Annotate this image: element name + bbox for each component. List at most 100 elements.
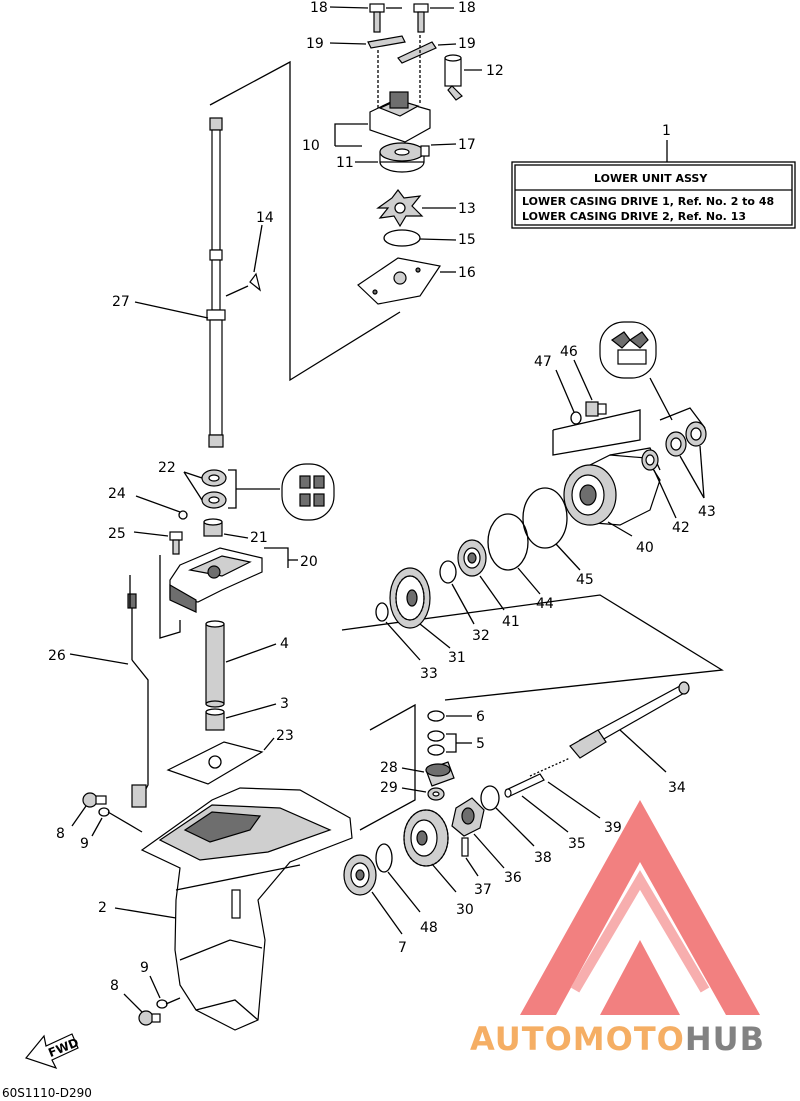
callout-47: 47 bbox=[534, 354, 552, 370]
bushing-4: 4 bbox=[205, 620, 289, 708]
washer-9-upper: 9 bbox=[80, 807, 143, 852]
bearing-7: 7 bbox=[343, 854, 407, 956]
insert-cartridge-11: 11 bbox=[336, 142, 425, 173]
plate-19-right: 19 bbox=[397, 36, 476, 64]
oil-seal-43: 43 bbox=[665, 421, 716, 520]
svg-text:AUTOMOTOHUB: AUTOMOTOHUB bbox=[470, 1020, 765, 1058]
callout-13: 13 bbox=[458, 201, 476, 217]
shift-rod-26: 26 bbox=[48, 575, 149, 808]
bolt-8-lower: 8 bbox=[110, 978, 161, 1026]
seal-detail-callout bbox=[281, 463, 335, 521]
callout-15: 15 bbox=[458, 232, 476, 248]
callout-16: 16 bbox=[458, 265, 476, 281]
callout-32: 32 bbox=[472, 628, 490, 644]
spring-39: 39 bbox=[529, 757, 622, 836]
callout-7: 7 bbox=[398, 940, 407, 956]
gasket-23: 23 bbox=[166, 728, 294, 785]
callout-21: 21 bbox=[250, 530, 268, 546]
callout-25: 25 bbox=[108, 526, 126, 542]
drive-shaft-27: 27 bbox=[112, 117, 226, 448]
key-14: 14 bbox=[225, 210, 274, 297]
callout-30: 30 bbox=[456, 902, 474, 918]
pump-housing-10: 10 bbox=[302, 35, 431, 154]
bolt-46: 46 bbox=[560, 344, 607, 417]
collar-21: 21 bbox=[203, 518, 268, 546]
callout-18-left: 18 bbox=[310, 0, 328, 16]
callout-37: 37 bbox=[474, 882, 492, 898]
shim-32: 32 bbox=[439, 560, 490, 644]
washer-47: 47 bbox=[534, 354, 582, 425]
callout-46: 46 bbox=[560, 344, 578, 360]
assembly-line-1: LOWER CASING DRIVE 1, Ref. No. 2 to 48 bbox=[522, 195, 774, 208]
callout-12: 12 bbox=[486, 63, 504, 79]
callout-40: 40 bbox=[636, 540, 654, 556]
pin-17: 17 bbox=[420, 137, 476, 157]
callout-34: 34 bbox=[668, 780, 686, 796]
seal-detail-callout-upper bbox=[599, 321, 673, 421]
oil-seal-22: 22 bbox=[158, 460, 280, 509]
callout-2: 2 bbox=[98, 900, 107, 916]
lower-case-2: 2 bbox=[98, 787, 353, 1031]
automotohub-watermark: AUTOMOTOHUB bbox=[470, 800, 765, 1058]
shim-33: 33 bbox=[375, 602, 438, 682]
callout-48: 48 bbox=[420, 920, 438, 936]
bolt-18-right: 18 bbox=[413, 0, 476, 33]
watermark-moto: MOTO bbox=[573, 1020, 685, 1058]
watermark-triangle-logo bbox=[520, 800, 760, 1015]
o-ring-45: 45 bbox=[522, 487, 594, 588]
callout-9-lower: 9 bbox=[140, 960, 149, 976]
callout-5: 5 bbox=[476, 736, 485, 752]
callout-27: 27 bbox=[112, 294, 130, 310]
callout-44: 44 bbox=[536, 596, 554, 612]
bearing-41: 41 bbox=[457, 539, 520, 630]
pin-37: 37 bbox=[461, 837, 492, 898]
ring-38: 38 bbox=[480, 785, 552, 866]
callout-6: 6 bbox=[476, 709, 485, 725]
pinion-28: 28 bbox=[380, 760, 455, 787]
bolt-18-left: 18 bbox=[310, 0, 402, 33]
bearing-housing-20: 20 bbox=[159, 547, 318, 639]
callout-45: 45 bbox=[576, 572, 594, 588]
callout-31: 31 bbox=[448, 650, 466, 666]
callout-8-upper: 8 bbox=[56, 826, 65, 842]
callout-11: 11 bbox=[336, 155, 354, 171]
callout-17: 17 bbox=[458, 137, 476, 153]
outer-plate-16: 16 bbox=[357, 257, 476, 305]
gasket-15: 15 bbox=[383, 229, 476, 248]
fwd-arrow-icon: FWD bbox=[24, 1033, 81, 1070]
bolt-25: 25 bbox=[108, 526, 183, 555]
callout-19-left: 19 bbox=[306, 36, 324, 52]
callout-29: 29 bbox=[380, 780, 398, 796]
washer-9-lower: 9 bbox=[140, 960, 181, 1009]
shim-6: 6 bbox=[427, 709, 485, 725]
callout-4: 4 bbox=[280, 636, 289, 652]
callout-36: 36 bbox=[504, 870, 522, 886]
callout-14: 14 bbox=[256, 210, 274, 226]
plate-19-left: 19 bbox=[306, 35, 406, 52]
callout-43: 43 bbox=[698, 504, 716, 520]
callout-39: 39 bbox=[604, 820, 622, 836]
watermark-hub: HUB bbox=[685, 1020, 765, 1058]
callout-28: 28 bbox=[380, 760, 398, 776]
callout-22: 22 bbox=[158, 460, 176, 476]
callout-41: 41 bbox=[502, 614, 520, 630]
shim-5: 5 bbox=[427, 730, 485, 756]
callout-42: 42 bbox=[672, 520, 690, 536]
callout-38: 38 bbox=[534, 850, 552, 866]
diagram-code: 60S1110-D290 bbox=[2, 1086, 92, 1100]
watermark-auto: AUTO bbox=[470, 1020, 573, 1058]
callout-26: 26 bbox=[48, 648, 66, 664]
propeller-shaft-34: 34 bbox=[569, 681, 690, 796]
reverse-gear-31: 31 bbox=[389, 567, 466, 666]
callout-24: 24 bbox=[108, 486, 126, 502]
callout-35: 35 bbox=[568, 836, 586, 852]
o-ring-44: 44 bbox=[487, 513, 554, 612]
callout-9-upper: 9 bbox=[80, 836, 89, 852]
ring-42: 42 bbox=[641, 449, 690, 536]
callout-18-right: 18 bbox=[458, 0, 476, 16]
assembly-line-2: LOWER CASING DRIVE 2, Ref. No. 13 bbox=[522, 210, 746, 223]
callout-20: 20 bbox=[300, 554, 318, 570]
shim-48: 48 bbox=[375, 843, 438, 936]
